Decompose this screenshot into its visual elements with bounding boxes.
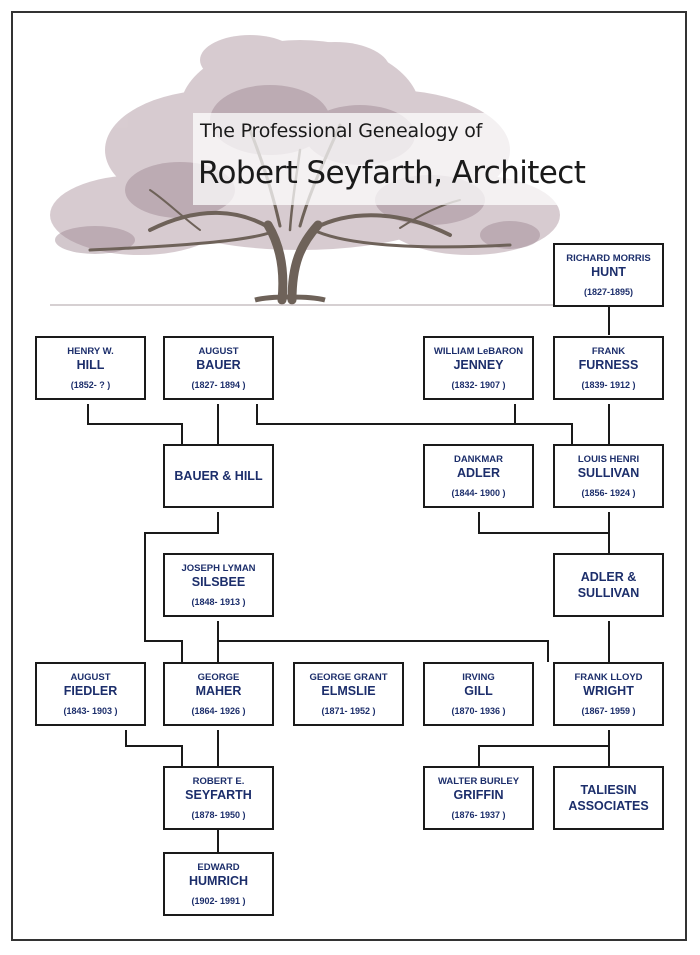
node-surname: GRIFFIN — [453, 787, 504, 802]
node-adler-and-sullivan: ADLER & SULLIVAN — [553, 553, 664, 617]
node-firm-name: BAUER & HILL — [174, 469, 263, 483]
node-first-name: JOSEPH LYMAN — [181, 562, 256, 574]
node-walter-burley-griffin: WALTER BURLEY GRIFFIN (1876- 1937 ) — [423, 766, 534, 830]
node-first-name: FRANK — [591, 345, 626, 357]
node-surname: WRIGHT — [583, 683, 634, 698]
node-dates: (1876- 1937 ) — [451, 809, 506, 820]
node-dates: (1848- 1913 ) — [191, 596, 246, 607]
node-first-name: AUGUST — [70, 671, 111, 683]
node-first-name: HENRY W. — [67, 345, 114, 357]
page-title: Robert Seyfarth, Architect — [198, 155, 586, 191]
node-firm-name-line2: ASSOCIATES — [568, 799, 649, 813]
title-backdrop — [193, 113, 638, 205]
node-george-grant-elmslie: GEORGE GRANT ELMSLIE (1871- 1952 ) — [293, 662, 404, 726]
node-dates: (1867- 1959 ) — [581, 705, 636, 716]
node-first-name: IRVING — [462, 671, 495, 683]
node-first-name: RICHARD MORRIS — [566, 252, 651, 264]
node-first-name: GEORGE GRANT — [309, 671, 388, 683]
node-first-name: WILLIAM LeBARON — [433, 345, 524, 357]
node-surname: HILL — [76, 357, 105, 372]
node-dates: (1844- 1900 ) — [451, 487, 506, 498]
node-dates: (1902- 1991 ) — [191, 895, 246, 906]
node-dates: (1827-1895) — [583, 286, 634, 297]
node-frank-lloyd-wright: FRANK LLOYD WRIGHT (1867- 1959 ) — [553, 662, 664, 726]
node-richard-morris-hunt: RICHARD MORRIS HUNT (1827-1895) — [553, 243, 664, 307]
title-subheading: The Professional Genealogy of — [200, 120, 483, 142]
node-dates: (1839- 1912 ) — [581, 379, 636, 390]
node-dates: (1843- 1903 ) — [63, 705, 118, 716]
node-dates: (1878- 1950 ) — [191, 809, 246, 820]
node-george-maher: GEORGE MAHER (1864- 1926 ) — [163, 662, 274, 726]
node-edward-humrich: EDWARD HUMRICH (1902- 1991 ) — [163, 852, 274, 916]
node-first-name: WALTER BURLEY — [437, 775, 520, 787]
node-dates: (1856- 1924 ) — [581, 487, 636, 498]
node-dates: (1864- 1926 ) — [191, 705, 246, 716]
node-surname: ADLER — [456, 465, 501, 480]
node-surname: FIEDLER — [63, 683, 118, 698]
node-dates: (1832- 1907 ) — [451, 379, 506, 390]
node-first-name: FRANK LLOYD — [574, 671, 643, 683]
node-first-name: DANKMAR — [453, 453, 504, 465]
node-bauer-and-hill: BAUER & HILL — [163, 444, 274, 508]
node-robert-e-seyfarth: ROBERT E. SEYFARTH (1878- 1950 ) — [163, 766, 274, 830]
node-first-name: EDWARD — [197, 861, 240, 873]
node-irving-gill: IRVING GILL (1870- 1936 ) — [423, 662, 534, 726]
node-joseph-lyman-silsbee: JOSEPH LYMAN SILSBEE (1848- 1913 ) — [163, 553, 274, 617]
node-surname: SEYFARTH — [185, 787, 252, 802]
node-firm-name-line2: SULLIVAN — [577, 586, 640, 600]
node-dates: (1871- 1952 ) — [321, 705, 376, 716]
node-first-name: GEORGE — [197, 671, 240, 683]
node-dates: (1827- 1894 ) — [191, 379, 246, 390]
node-dates: (1852- ? ) — [70, 379, 111, 390]
node-surname: ELMSLIE — [321, 683, 376, 698]
node-louis-henri-sullivan: LOUIS HENRI SULLIVAN (1856- 1924 ) — [553, 444, 664, 508]
node-taliesin-associates: TALIESIN ASSOCIATES — [553, 766, 664, 830]
node-first-name: LOUIS HENRI — [577, 453, 640, 465]
node-surname: SILSBEE — [191, 574, 246, 589]
node-surname: HUNT — [591, 264, 626, 279]
node-surname: HUMRICH — [188, 873, 249, 888]
node-frank-furness: FRANK FURNESS (1839- 1912 ) — [553, 336, 664, 400]
node-henry-w-hill: HENRY W. HILL (1852- ? ) — [35, 336, 146, 400]
node-surname: SULLIVAN — [577, 465, 640, 480]
node-surname: FURNESS — [578, 357, 639, 372]
node-surname: JENNEY — [453, 357, 504, 372]
node-dates: (1870- 1936 ) — [451, 705, 506, 716]
node-first-name: AUGUST — [198, 345, 239, 357]
node-first-name: ROBERT E. — [192, 775, 245, 787]
node-firm-name-line1: ADLER & — [580, 570, 637, 584]
node-surname: MAHER — [195, 683, 242, 698]
node-august-bauer: AUGUST BAUER (1827- 1894 ) — [163, 336, 274, 400]
node-firm-name-line1: TALIESIN — [580, 783, 637, 797]
node-surname: BAUER — [196, 357, 241, 372]
node-william-lebaron-jenney: WILLIAM LeBARON JENNEY (1832- 1907 ) — [423, 336, 534, 400]
node-dankmar-adler: DANKMAR ADLER (1844- 1900 ) — [423, 444, 534, 508]
node-surname: GILL — [464, 683, 493, 698]
node-august-fiedler: AUGUST FIEDLER (1843- 1903 ) — [35, 662, 146, 726]
page-border — [11, 11, 687, 941]
